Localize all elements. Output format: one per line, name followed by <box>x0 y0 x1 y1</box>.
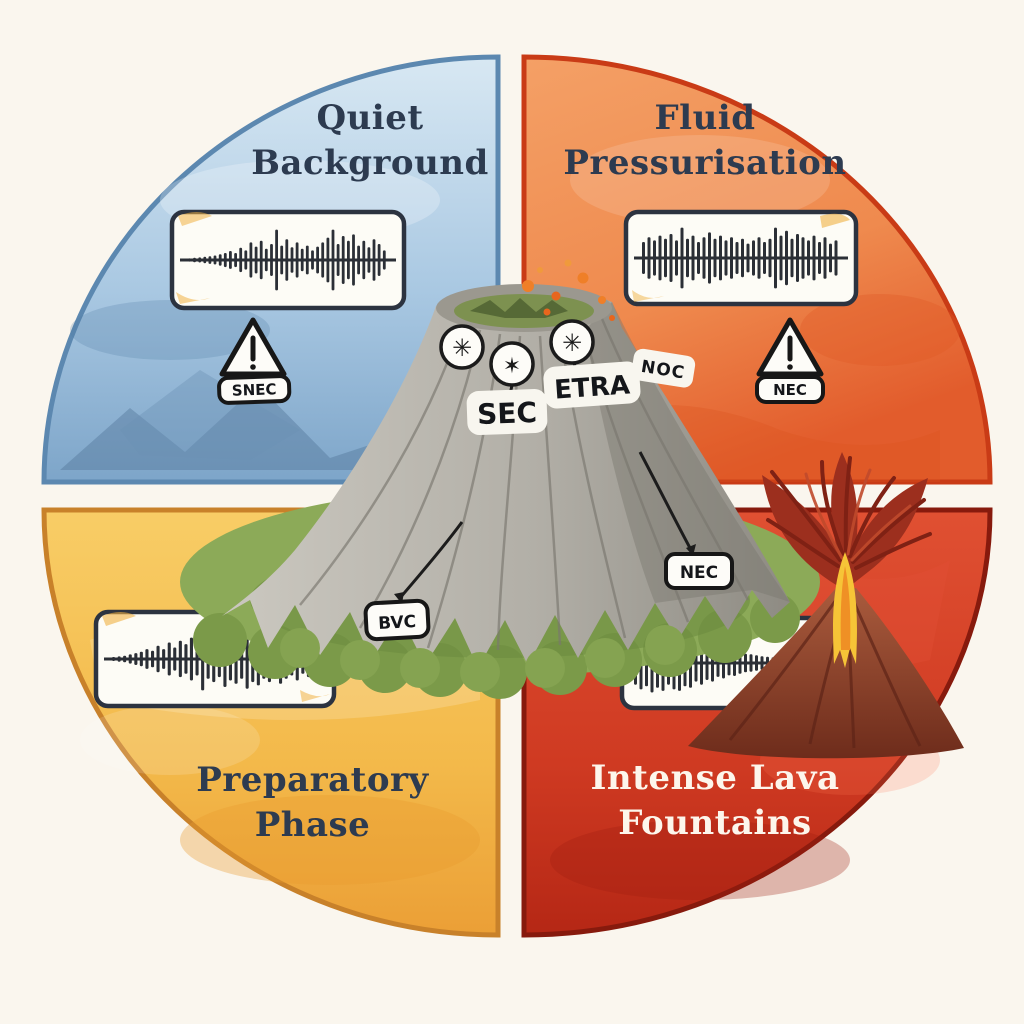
flank-markers: ✳ ✶ ✳ <box>439 319 595 401</box>
svg-text:NEC: NEC <box>773 381 807 399</box>
seismogram-panel-fluid <box>623 209 859 307</box>
svg-text:SNEC: SNEC <box>232 380 277 400</box>
svg-text:✳: ✳ <box>452 334 472 362</box>
fountain-spray <box>762 452 932 590</box>
title-preparatory-phase: Preparatory Phase <box>196 760 429 845</box>
warning-badge-right: NEC <box>755 317 825 404</box>
lava-sparks <box>522 259 615 321</box>
svg-text:SEC: SEC <box>477 396 538 431</box>
label-ridge-scribble: NOC <box>631 348 696 388</box>
label-sec: SEC <box>466 389 548 435</box>
title-intense-lava-fountains: Intense Lava Fountains <box>590 758 840 843</box>
svg-text:ETRA: ETRA <box>553 370 631 405</box>
vegetation-foreground <box>280 625 685 692</box>
svg-text:NEC: NEC <box>680 563 718 583</box>
waveform-quiet <box>180 229 396 291</box>
title-quiet-background: Quiet Background <box>251 98 489 183</box>
label-flank-nec: NEC <box>638 451 734 590</box>
label-etra: ETRA <box>543 361 641 409</box>
title-fluid-pressurisation: Fluid Pressurisation <box>563 98 847 183</box>
svg-text:✳: ✳ <box>562 329 582 357</box>
label-base-bvc: BVC <box>363 521 464 642</box>
svg-text:✶: ✶ <box>503 354 521 379</box>
warning-badge-left: SNEC <box>217 317 292 405</box>
volcano-silhouette <box>222 292 790 668</box>
crater-rocks <box>470 298 568 318</box>
marker-asterisk-1: ✳ <box>439 324 485 370</box>
svg-text:BVC: BVC <box>378 612 417 634</box>
lava-fountain <box>688 452 964 759</box>
seismogram-panel-quiet <box>169 209 407 311</box>
waveform-fluid <box>634 227 848 289</box>
